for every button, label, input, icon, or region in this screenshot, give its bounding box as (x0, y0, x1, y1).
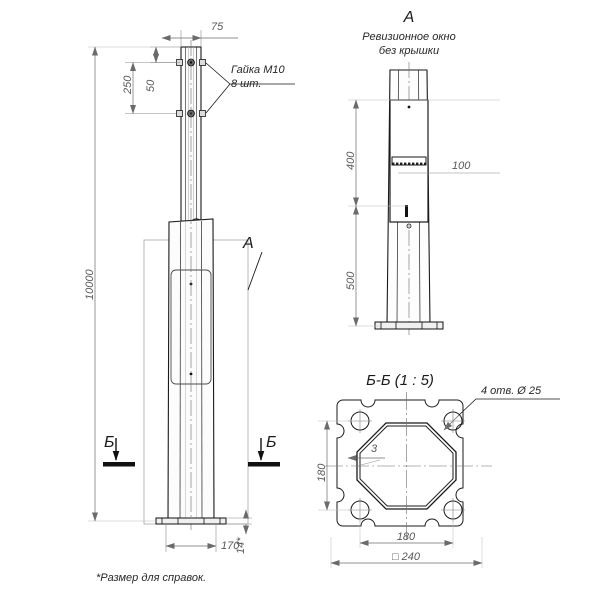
section-letter-left: Б (104, 434, 114, 451)
dim-bolt-edge: 50 (145, 79, 157, 92)
section-mark-left: Б (103, 434, 135, 467)
nut-callout: Гайка М10 8 шт. (205, 62, 295, 114)
mast-upper-section (180, 46, 202, 222)
main-view-dimensions: 75 250 50 10000 170 14* (84, 21, 252, 554)
nut-label-line2: 8 шт. (231, 78, 261, 90)
window-hatch-band (391, 156, 427, 166)
dim-octagon-width: 180 (397, 531, 416, 543)
detail-view-a: А Ревизионное окно без крышки 400 (345, 9, 500, 335)
detail-base-plate (374, 321, 444, 330)
dim-total-height: 10000 (84, 269, 96, 300)
dim-base-width: 170 (221, 540, 240, 552)
detail-a-callout-main: A (242, 235, 263, 291)
inspection-window (389, 99, 429, 229)
section-bb-title: Б-Б (1 : 5) (366, 372, 434, 389)
dim-base-thickness: 14* (235, 537, 247, 554)
dim-octagon-height: 180 (316, 463, 328, 482)
footnote-text: *Размер для справок. (96, 572, 206, 584)
section-view-bb: Б-Б (1 : 5) 4 отв. Ø 25 (316, 372, 560, 568)
detail-a-subtitle-2: без крышки (379, 45, 439, 57)
hole-note-leader (458, 398, 560, 416)
section-letter-right: Б (266, 434, 276, 451)
hole-note-text: 4 отв. Ø 25 (481, 385, 542, 397)
dim-bolt-pitch: 250 (122, 75, 134, 95)
dim-plate-square: □ 240 (392, 551, 421, 563)
base-plate (155, 517, 227, 525)
section-mark-right: Б (248, 434, 280, 467)
dim-top-width: 75 (211, 21, 224, 33)
detail-a-title: А (403, 9, 415, 26)
detail-a-letter: A (242, 235, 254, 252)
dim-window-bottom: 500 (345, 271, 357, 290)
dim-wall-thickness: 3 (371, 443, 378, 455)
detail-a-subtitle-1: Ревизионное окно (362, 31, 455, 43)
dim-window-width: 100 (452, 160, 471, 172)
dim-window-top: 400 (345, 151, 357, 170)
inspection-window-outline (170, 269, 212, 385)
main-elevation-view (143, 40, 249, 530)
nut-label-line1: Гайка М10 (231, 64, 286, 76)
